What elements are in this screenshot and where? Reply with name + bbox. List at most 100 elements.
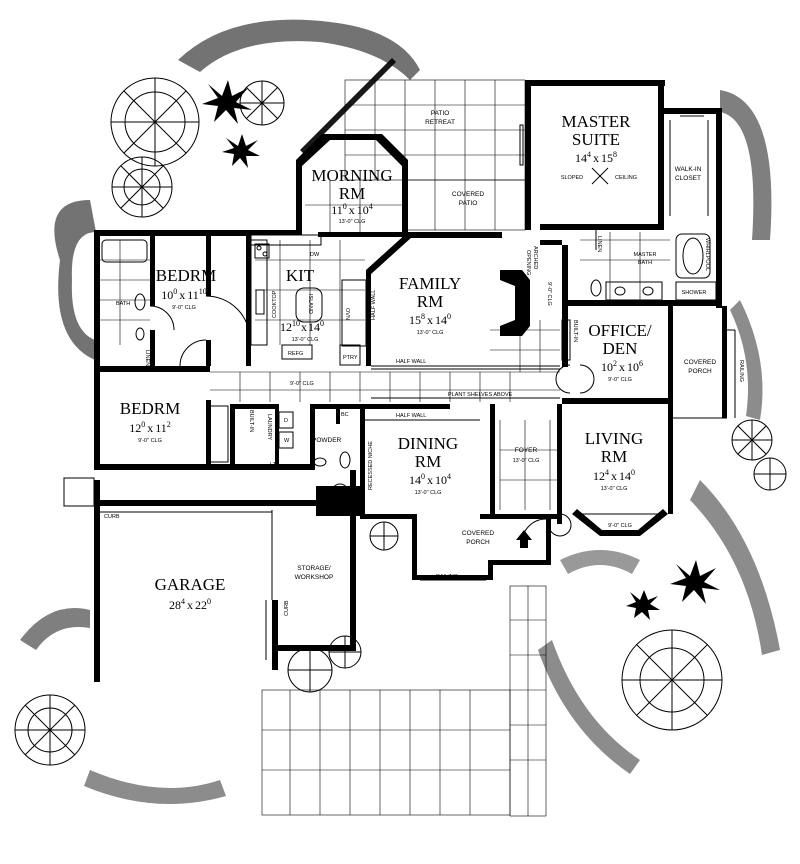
- hvac-label: HVAC: [333, 508, 348, 514]
- living-rm-label-2: RM: [601, 447, 627, 466]
- covered-patio-label-2: PATIO: [459, 200, 478, 207]
- master-bath-label-2: BATH: [638, 260, 652, 266]
- hall-clg-label: 9'-0" CLG: [290, 381, 314, 387]
- dryer-label: D: [284, 418, 288, 424]
- front-porch-label-2: PORCH: [466, 539, 490, 546]
- living-bay-clg: 9'-0" CLG: [608, 523, 632, 529]
- tree-northwest: [110, 77, 285, 218]
- walls: [63, 58, 727, 682]
- kitchen-label: KIT: [286, 266, 315, 285]
- whirlpool-label: WHIRLPOOL: [704, 238, 710, 271]
- morning-rm-label-1: MORNING: [311, 166, 392, 185]
- pantry-label: PTRY: [343, 355, 358, 361]
- plant-shelves-label: PLANT SHELVES ABOVE: [448, 392, 513, 398]
- covered-patio-label-1: COVERED: [452, 191, 484, 198]
- linen-2-label: LINEN: [596, 236, 602, 252]
- island-label: ISLAND: [307, 294, 313, 314]
- tree-southwest: [14, 513, 572, 766]
- dining-rm-label-1: DINING: [398, 434, 458, 453]
- palm-shrubs: [202, 80, 720, 620]
- half-wall-lower-label: HALF WALL: [396, 359, 426, 365]
- front-porch-label-1: COVERED: [462, 530, 494, 537]
- living-rm-clg: 13'-0" CLG: [601, 486, 628, 492]
- cooktop-label: COOKTOP: [272, 290, 278, 318]
- master-suite-note-sloped: SLOPED: [561, 175, 583, 181]
- office-clg: 9'-0" CLG: [608, 377, 632, 383]
- annotations: BATH LINEN MASTER BATH WHIRLPOOL SHOWER …: [104, 236, 744, 616]
- bedroom-2-clg: 9'-0" CLG: [138, 438, 162, 444]
- built-in-bedroom-label: BUILT-IN: [248, 410, 254, 432]
- family-side-clg-label: 9'-0" CLG: [546, 282, 552, 306]
- shower-label: SHOWER: [682, 290, 707, 296]
- garage-label: GARAGE: [155, 575, 226, 594]
- laundry-tub-label: LT: [270, 462, 277, 468]
- dining-rm-clg: 13'-0" CLG: [415, 490, 442, 496]
- master-bath-label-1: MASTER: [634, 252, 657, 258]
- recessed-niche-label: RECESSED NICHE: [368, 441, 374, 490]
- master-suite-note-ceiling: CEILING: [615, 175, 637, 181]
- patio-retreat-label-1: PATIO: [431, 110, 450, 117]
- wh-label: WH: [335, 490, 344, 496]
- morning-rm-label-2: RM: [339, 184, 365, 203]
- family-rm-label-1: FAMILY: [399, 274, 461, 293]
- powder-label: POWDER: [312, 437, 342, 444]
- ground-cover: [20, 19, 780, 804]
- family-rm-clg: 13'-0" CLG: [417, 330, 444, 336]
- morning-rm-clg: 13'-0" CLG: [339, 219, 366, 225]
- side-porch-label-2: PORCH: [688, 368, 712, 375]
- bc-label: BC: [341, 412, 349, 418]
- linen-label: LINEN: [144, 350, 150, 366]
- family-rm-label-2: RM: [417, 292, 443, 311]
- master-suite-label-1: MASTER: [562, 112, 632, 131]
- railing-front-label: RAILING: [436, 574, 458, 580]
- railing-side-label: RAILING: [738, 360, 744, 382]
- bedroom-1-label: BEDRM: [156, 266, 216, 285]
- half-wall-dining-label: HALF WALL: [396, 413, 426, 419]
- curb-top-label: CURB: [104, 514, 120, 520]
- curb-side-label: CURB: [284, 600, 290, 616]
- entry-arrow: [516, 530, 532, 548]
- storage-label-1: STORAGE/: [297, 565, 331, 572]
- arched-opening-label-1: ARCHED: [532, 246, 538, 269]
- half-wall-family-label: HALF WALL: [371, 290, 377, 320]
- master-suite-label-2: SUITE: [572, 130, 620, 149]
- landscaping: [14, 19, 787, 804]
- laundry-label: LAUNDRY: [266, 414, 272, 441]
- foyer-label: FOYER: [515, 447, 538, 454]
- bath-label: BATH: [116, 301, 130, 307]
- fixtures: [100, 115, 736, 660]
- paving-grids: [100, 79, 670, 817]
- tree-southeast: [621, 419, 787, 731]
- bedroom-2-label: BEDRM: [120, 399, 180, 418]
- living-rm-label-1: LIVING: [585, 429, 644, 448]
- kitchen-dims: 1210x140: [280, 319, 324, 334]
- dining-rm-label-2: RM: [415, 452, 441, 471]
- walkin-closet-label-2: CLOSET: [675, 175, 701, 182]
- side-porch-label-1: COVERED: [684, 359, 716, 366]
- refg-label: REFG: [288, 351, 303, 357]
- washer-label: W: [284, 438, 290, 444]
- foyer-clg: 13'-0" CLG: [513, 458, 540, 464]
- oven-label: OVN: [344, 308, 350, 320]
- dw-label: DW: [310, 252, 320, 258]
- kitchen-clg: 13'-0" CLG: [292, 337, 319, 343]
- office-label-1: OFFICE/: [588, 321, 652, 340]
- arched-opening-label-2: OPENING: [525, 250, 531, 275]
- walkin-closet-label-1: WALK-IN: [675, 166, 702, 173]
- storage-label-2: WORKSHOP: [295, 574, 334, 581]
- office-label-2: DEN: [603, 339, 638, 358]
- built-in-office-label: BUILT-IN: [572, 320, 578, 342]
- bedroom-1-clg: 9'-0" CLG: [172, 305, 196, 311]
- patio-retreat-label-2: RETREAT: [425, 119, 455, 126]
